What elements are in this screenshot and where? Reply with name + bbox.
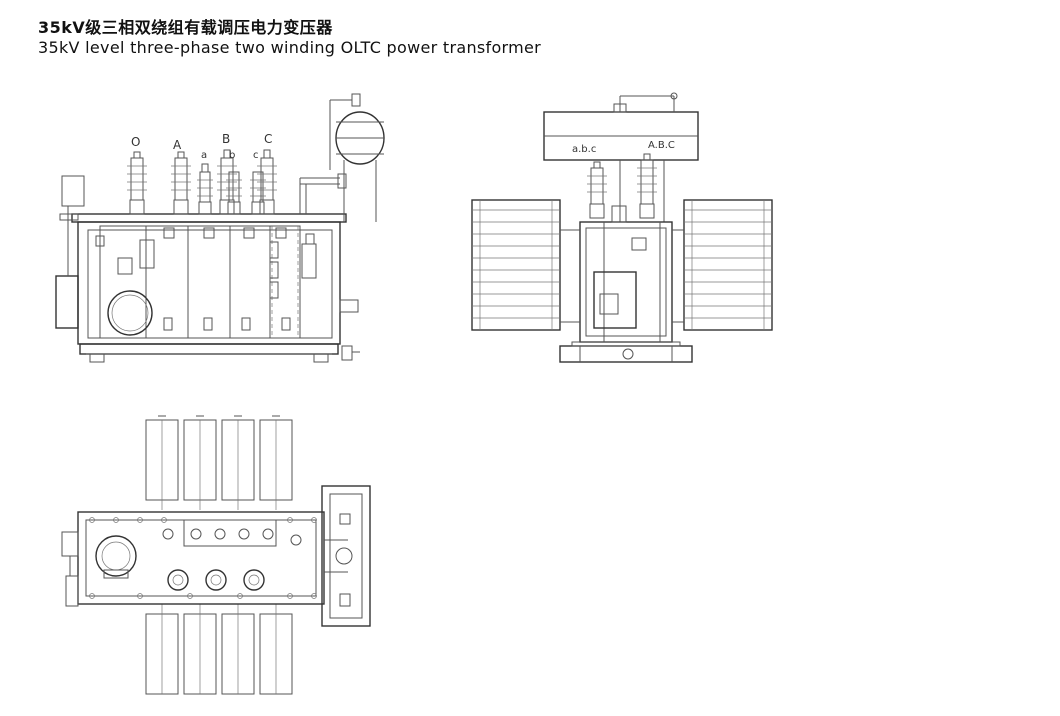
- side-view: a.b.c A.B.C: [471, 92, 773, 363]
- side-radiator-right: [672, 199, 773, 331]
- top-bolts: [89, 517, 317, 599]
- terminal-label-c: c: [253, 150, 259, 161]
- front-conservator: [299, 93, 385, 222]
- front-base: [79, 343, 339, 355]
- terminal-label-b: b: [229, 150, 235, 161]
- front-cover: [71, 213, 347, 223]
- title-english: 35kV level three-phase two winding OLTC …: [38, 38, 542, 57]
- conservator-label-lv: a.b.c: [572, 144, 596, 155]
- top-conservator: [321, 485, 371, 627]
- front-flanges: [95, 227, 317, 331]
- terminal-label-B: B: [222, 132, 230, 146]
- front-manhole: [107, 290, 153, 336]
- terminal-label-C: C: [264, 132, 272, 146]
- top-tank: [77, 511, 325, 605]
- front-control-box: [55, 275, 79, 329]
- top-radiators-upper: [145, 415, 293, 510]
- front-bushings: [127, 149, 277, 215]
- terminal-label-a: a: [201, 150, 207, 161]
- top-oltc: [95, 535, 137, 577]
- front-view: O A a B b C c: [55, 93, 385, 363]
- top-view: [61, 415, 371, 695]
- terminal-label-O: O: [131, 135, 140, 149]
- top-hv-bushings: [167, 569, 265, 591]
- terminal-label-A: A: [173, 138, 182, 152]
- side-radiator-left: [471, 199, 580, 331]
- title-chinese: 35kV级三相双绕组有载调压电力变压器: [38, 18, 333, 37]
- top-radiators-lower: [145, 604, 293, 695]
- conservator-label-hv: A.B.C: [648, 140, 675, 151]
